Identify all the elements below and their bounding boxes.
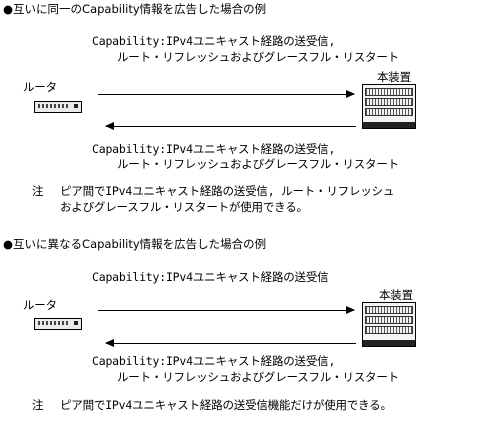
section1-device-icon	[362, 84, 416, 129]
section1-note-line2: およびグレースフル・リスタートが使用できる。	[60, 200, 308, 214]
section1-bottom-label-line2: ルート・リフレッシュおよびグレースフル・リスタート	[117, 157, 399, 171]
section1-note-marker: 注	[32, 184, 44, 198]
section2-note-marker: 注	[32, 398, 44, 412]
section2-note-line1: ピア間でIPv4ユニキャスト経路の送受信機能だけが使用できる。	[60, 398, 392, 412]
section1-arrow-to-device	[98, 90, 355, 98]
section1-bottom-label-line1: Capability:IPv4ユニキャスト経路の送受信,	[92, 142, 336, 156]
section1-device-label: 本装置	[377, 70, 411, 84]
section1-router-icon	[34, 101, 82, 113]
section1-router-label: ルータ	[23, 80, 57, 94]
section2-router-label: ルータ	[23, 298, 57, 312]
section2-device-icon	[362, 302, 416, 347]
section2-device-label: 本装置	[379, 288, 413, 302]
section1-arrow-to-router	[105, 122, 356, 130]
section2-arrow-to-device	[98, 306, 355, 314]
section2-arrow-to-router	[105, 339, 356, 347]
section1-heading: ●互いに同一のCapability情報を広告した場合の例	[3, 2, 267, 16]
section2-heading: ●互いに異なるCapability情報を広告した場合の例	[3, 237, 267, 251]
section1-note-line1: ピア間でIPv4ユニキャスト経路の送受信, ルート・リフレッシュ	[60, 184, 395, 198]
section2-bottom-label-line2: ルート・リフレッシュおよびグレースフル・リスタート	[117, 370, 399, 384]
section1-top-label-line2: ルート・リフレッシュおよびグレースフル・リスタート	[117, 50, 399, 64]
section2-router-icon	[34, 318, 82, 330]
section2-top-label-line1: Capability:IPv4ユニキャスト経路の送受信	[92, 270, 329, 284]
section2-bottom-label-line1: Capability:IPv4ユニキャスト経路の送受信,	[92, 354, 336, 368]
section1-top-label-line1: Capability:IPv4ユニキャスト経路の送受信,	[92, 34, 336, 48]
